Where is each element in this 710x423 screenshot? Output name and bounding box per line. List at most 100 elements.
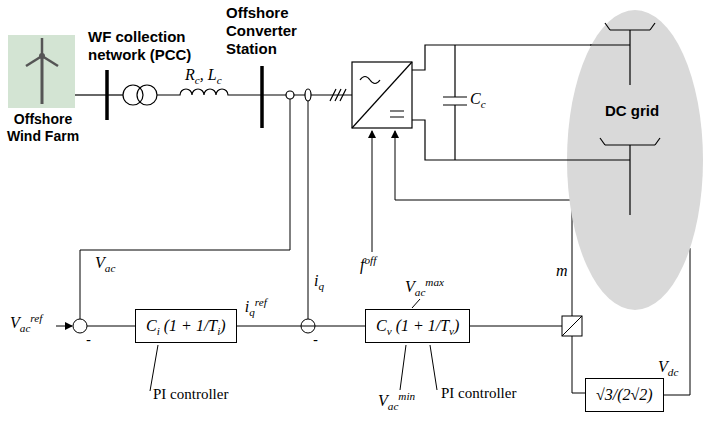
transfer-function: Ci (1 + 1/Ti) [146,316,226,336]
sign-label: - [86,331,91,349]
text-part: i [217,325,220,337]
wind-farm-picture [39,53,45,59]
control-wires [562,316,582,336]
farm-name: Offshore Wind Farm [4,111,82,145]
converter-symbol [352,62,412,128]
power-line [305,89,311,101]
control-wires [562,316,582,336]
power-line [75,66,352,128]
dc-line [567,159,630,160]
power-line [286,91,294,99]
signal-name: iqref [243,298,269,316]
control-wires [87,326,140,327]
converter-symbol [360,77,380,84]
text-part: max [425,276,444,288]
converter-symbol [352,62,412,128]
control-wires [395,131,572,316]
text-part: off [364,254,376,266]
dc-line [600,138,605,145]
ellipse-outline [567,10,703,310]
text-part: V [378,392,388,409]
text-part: ac [388,400,399,412]
dc-line [655,138,660,145]
text-part: V [658,358,668,375]
text-part: i [157,325,160,337]
impedance-label: Rc, Lc [185,66,222,84]
power-line [137,85,157,105]
text-part: q [249,306,255,318]
power-line [260,66,264,128]
power-line [75,94,107,95]
signal-name: iq [314,272,324,290]
text-part: ref [30,312,42,324]
power-line [157,89,262,95]
text-part: min [398,390,415,402]
control-wires [412,299,420,308]
text-part: c [481,98,486,110]
signal-name: Vac [95,254,115,272]
signal-name: foff [360,256,376,274]
text-part: ref [255,296,267,308]
text-part: V [405,278,415,295]
text-part: c [217,74,222,86]
text-part: i [245,298,249,315]
control-wires [73,319,87,333]
text-part: c [195,74,200,86]
dc-line [629,30,630,85]
text-part: q [318,280,324,292]
text-part: C [376,317,387,334]
power-line [330,89,346,101]
transfer-function: Cv (1 + 1/Tv) [376,316,459,336]
bus-name: WF collection network (PCC) [88,28,223,64]
text-part: i [314,272,318,289]
limit-label: Vacmin [378,392,415,410]
block-name: PI controller [153,385,228,403]
pi-controller-box: Ci (1 + 1/Ti)PI controller [135,309,237,343]
capacitor-label: Cc [470,90,486,108]
text-part: f [360,256,364,273]
power-line [107,94,123,95]
control-wires [308,101,309,319]
limit-label: Vacmax [405,278,444,296]
control-wires [430,345,437,390]
dc-grid-art [567,10,703,310]
dc-lines [443,45,467,160]
control-wires [372,131,373,252]
wind-farm-picture [8,35,75,108]
signal-name: Vdc [658,358,678,376]
dc-line [629,145,630,215]
dc-lines [412,45,600,70]
control-wires [150,345,158,391]
text-part: (1 + 1/T [160,317,217,334]
text-part: ) [220,317,225,334]
text-part: dc [668,366,679,378]
text-part: V [10,314,20,331]
signal-name: m [556,262,568,280]
control-wires [400,345,406,390]
wind-farm-picture [8,35,75,108]
gain-box: √3/(2√2) [585,378,664,412]
grid-name: DC grid [605,102,659,120]
text-part: v [387,325,392,337]
ellipse-outline [567,10,703,310]
wind-farm-picture [41,58,44,104]
converter-symbol [352,62,412,128]
text-part: ac [415,286,426,298]
control-wires [80,99,290,319]
text-part: C [470,90,481,107]
text-part: C [146,317,157,334]
text-part: v [449,325,454,337]
control-wires [56,326,72,327]
text-part: ac [20,322,31,334]
dc-line [650,23,655,30]
dc-line [590,44,630,45]
converter-symbol [390,111,404,117]
gain-value: √3/(2√2) [596,385,653,405]
sign-label: - [313,331,318,349]
text-part: , L [200,66,217,83]
dc-grid-ellipse: DC grid [567,10,703,310]
signal-wire [237,326,365,327]
text-part: ac [105,262,116,274]
text-part: (1 + 1/T [392,317,449,334]
control-wires [56,99,600,393]
